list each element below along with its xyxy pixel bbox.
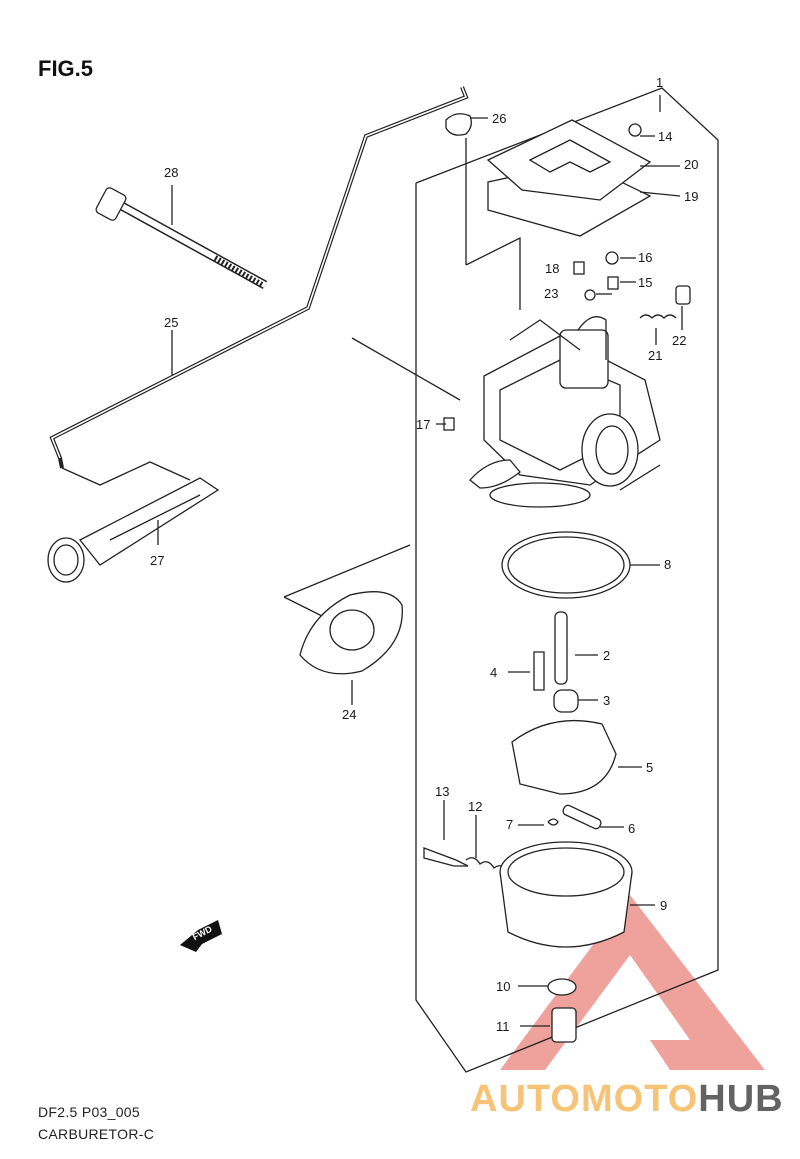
callout-13: 13 bbox=[435, 784, 450, 799]
needle-jet-2 bbox=[554, 611, 568, 685]
fwd-arrow-icon bbox=[180, 920, 222, 952]
callout-9: 9 bbox=[660, 898, 668, 913]
float-pin-6 bbox=[562, 804, 602, 830]
watermark-text-b: HUB bbox=[698, 1078, 784, 1120]
watermark-text-a: AUTOMOTO bbox=[470, 1078, 699, 1120]
float-5 bbox=[511, 719, 617, 795]
callout-28: 28 bbox=[164, 165, 179, 180]
o-ring-8 bbox=[501, 531, 631, 599]
needle-valve-4 bbox=[533, 651, 545, 691]
callout-12: 12 bbox=[468, 799, 483, 814]
carburetor-body-1 bbox=[469, 316, 661, 508]
cover-plate-20 bbox=[486, 119, 652, 201]
callout-15: 15 bbox=[638, 275, 653, 290]
callout-17: 17 bbox=[416, 417, 431, 432]
callout-11: 11 bbox=[496, 1019, 510, 1034]
clip-7 bbox=[547, 818, 559, 826]
figure-title: FIG.5 bbox=[38, 56, 94, 81]
callout-3: 3 bbox=[603, 693, 611, 708]
watermark-text: AUTOMOTOHUB bbox=[470, 1078, 784, 1121]
plug-18 bbox=[573, 261, 585, 275]
pilot-screw-13 bbox=[423, 847, 469, 867]
callout-24: 24 bbox=[342, 707, 357, 722]
screw-23 bbox=[584, 289, 596, 301]
callout-27: 27 bbox=[150, 553, 165, 568]
main-jet-3 bbox=[553, 689, 579, 713]
callout-21: 21 bbox=[648, 348, 663, 363]
callout-25: 25 bbox=[164, 315, 179, 330]
spring-21 bbox=[639, 314, 677, 319]
callout-14: 14 bbox=[658, 129, 673, 144]
callout-8: 8 bbox=[664, 557, 672, 572]
callout-26: 26 bbox=[492, 111, 507, 126]
callout-19: 19 bbox=[684, 189, 699, 204]
callout-7: 7 bbox=[506, 817, 514, 832]
jet-15 bbox=[607, 276, 619, 290]
choke-knob-27 bbox=[47, 477, 220, 583]
figure-caption: CARBURETOR-C bbox=[38, 1126, 155, 1142]
screw-22 bbox=[675, 285, 691, 305]
drain-bolt-11 bbox=[551, 1007, 577, 1043]
clip-26 bbox=[445, 113, 472, 136]
screw-16 bbox=[605, 251, 619, 265]
callout-22: 22 bbox=[672, 333, 687, 348]
callout-5: 5 bbox=[646, 760, 654, 775]
washer-10 bbox=[547, 978, 577, 996]
callout-20: 20 bbox=[684, 157, 699, 172]
model-code: DF2.5 P03_005 bbox=[38, 1104, 140, 1120]
callout-6: 6 bbox=[628, 821, 636, 836]
screw-14 bbox=[628, 123, 642, 137]
callout-23: 23 bbox=[544, 286, 559, 301]
float-chamber-9 bbox=[499, 841, 633, 948]
assembly-box bbox=[415, 87, 719, 1073]
callout-10: 10 bbox=[496, 979, 511, 994]
callout-18: 18 bbox=[545, 261, 560, 276]
callout-2: 2 bbox=[603, 648, 611, 663]
callout-4: 4 bbox=[490, 665, 498, 680]
callout-1: 1 bbox=[656, 75, 664, 90]
callout-16: 16 bbox=[638, 250, 653, 265]
stud-bolt-28 bbox=[95, 187, 268, 289]
